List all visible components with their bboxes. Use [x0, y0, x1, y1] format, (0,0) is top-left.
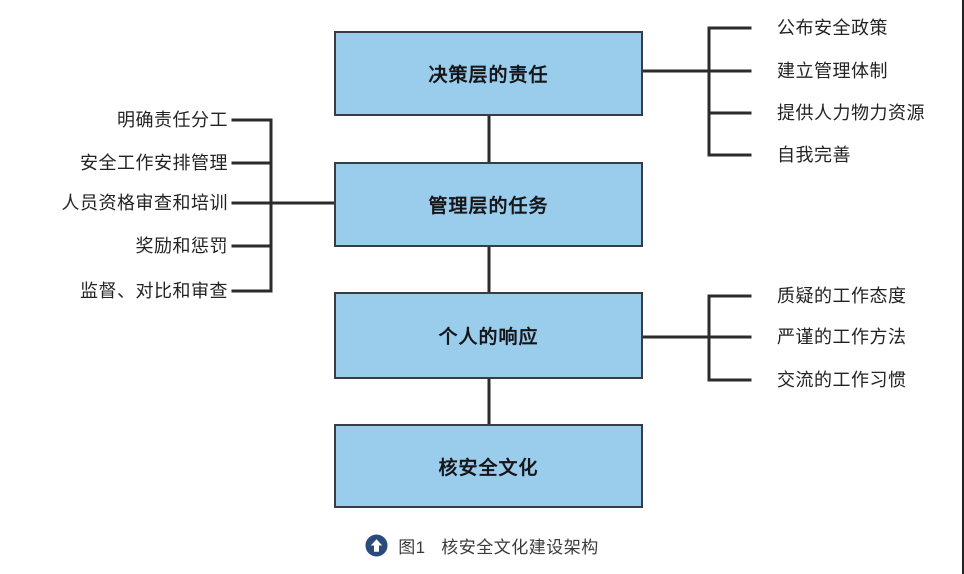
branch-label-safety-work-arrangement-management: 安全工作安排管理: [80, 153, 228, 173]
branch-label-publish-safety-policy: 公布安全政策: [777, 18, 888, 38]
branch-label-questioning-attitude: 质疑的工作态度: [777, 286, 907, 306]
branch-label-communicative-work-habit: 交流的工作习惯: [777, 370, 907, 390]
caption-text: 图1 核安全文化建设架构: [398, 538, 599, 557]
branch-label-clarify-responsibility-division: 明确责任分工: [117, 110, 228, 130]
branch-label-supervision-comparison-review: 监督、对比和审查: [80, 281, 228, 301]
branch-label-reward-and-punishment: 奖励和惩罚: [135, 236, 228, 256]
node-box-management-layer[interactable]: 管理层的任务: [334, 162, 643, 247]
node-box-decision-layer[interactable]: 决策层的责任: [334, 31, 643, 116]
node-label: 管理层的任务: [428, 196, 549, 217]
branch-label-personnel-qualification-review-training: 人员资格审查和培训: [61, 193, 228, 213]
branch-label-provide-human-material-resources: 提供人力物力资源: [777, 103, 925, 123]
figure-caption: 图1 核安全文化建设架构: [0, 533, 962, 558]
branch-label-rigorous-work-method: 严谨的工作方法: [777, 327, 907, 347]
branch-label-establish-management-system: 建立管理体制: [777, 61, 888, 81]
node-label: 核安全文化: [438, 457, 539, 479]
branch-label-self-improvement: 自我完善: [777, 145, 851, 165]
node-label: 决策层的责任: [428, 65, 549, 86]
circle-up-arrow-icon[interactable]: [365, 534, 388, 557]
node-label: 个人的响应: [438, 327, 539, 348]
node-box-individual-response[interactable]: 个人的响应: [334, 292, 643, 379]
node-box-nuclear-safety-culture[interactable]: 核安全文化: [334, 424, 643, 508]
